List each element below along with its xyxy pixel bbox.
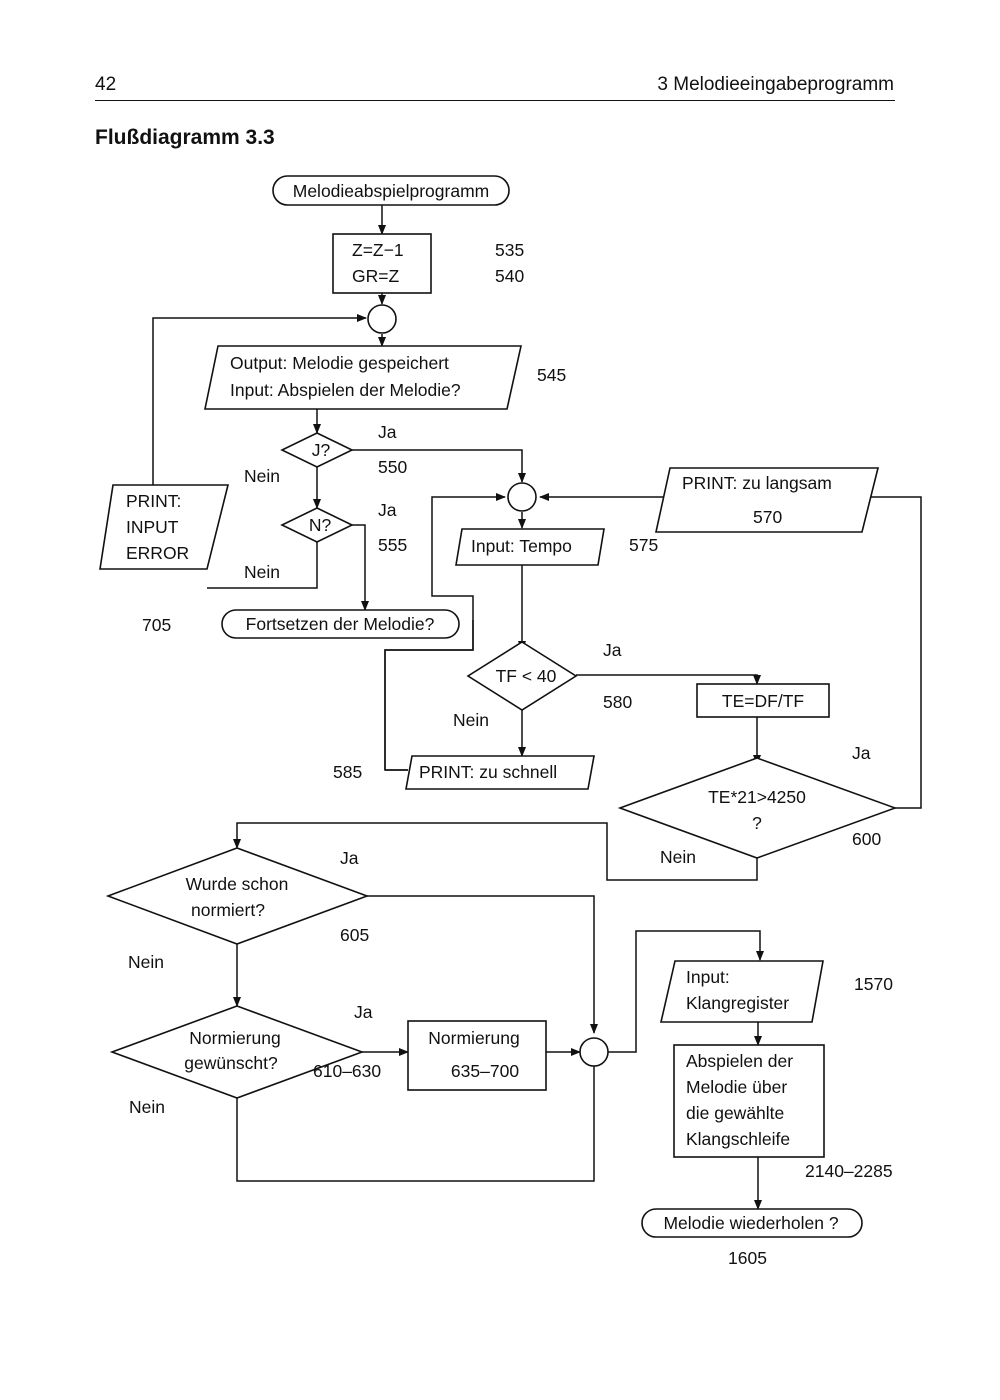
- play-line-1: Abspielen der: [686, 1051, 793, 1071]
- play-line-3: die gewählte: [686, 1103, 784, 1123]
- print-fast-label: PRINT: zu schnell: [419, 762, 557, 782]
- line-number-labels: 535 540 545 550 555 575 705 580 585 600 …: [142, 240, 893, 1268]
- start-terminal-label: Melodieabspielprogramm: [293, 181, 489, 201]
- branch-no-normalized: Nein: [128, 952, 164, 972]
- line-number-610-630: 610–630: [313, 1061, 381, 1081]
- line-number-555: 555: [378, 535, 407, 555]
- assign-process-box: Z=Z−1 GR=Z: [332, 233, 432, 294]
- branch-yes-tf: Ja: [603, 640, 622, 660]
- input-tempo-parallelogram: Input: Tempo: [455, 528, 605, 566]
- normalize-line-2: 635–700: [451, 1061, 519, 1081]
- line-number-2140-2285: 2140–2285: [805, 1161, 893, 1181]
- branch-no-wanted: Nein: [129, 1097, 165, 1117]
- start-terminal: Melodieabspielprogramm: [272, 175, 510, 206]
- junction-top: [367, 304, 397, 334]
- normalize-box: Normierung 635–700: [407, 1020, 547, 1091]
- output-input-parallelogram: Output: Melodie gespeichert Input: Abspi…: [204, 345, 522, 410]
- header-rule: [95, 100, 895, 101]
- print-fast-parallelogram: PRINT: zu schnell: [405, 755, 595, 790]
- decision-j: J?: [280, 432, 354, 468]
- branch-yes-wanted: Ja: [354, 1002, 373, 1022]
- branch-no-te: Nein: [660, 847, 696, 867]
- normalize-line-1: Normierung: [428, 1028, 519, 1048]
- line-number-580: 580: [603, 692, 632, 712]
- line-number-1605: 1605: [728, 1248, 767, 1268]
- junction-tempo: [507, 482, 537, 512]
- play-line-4: Klangschleife: [686, 1129, 790, 1149]
- assign-line-1: Z=Z−1: [352, 240, 404, 260]
- connector-lines: [152, 205, 922, 1210]
- output-line-1: Output: Melodie gespeichert: [230, 353, 449, 373]
- decision-normalized: Wurde schon normiert?: [105, 847, 370, 945]
- line-number-605: 605: [340, 925, 369, 945]
- line-number-705: 705: [142, 615, 171, 635]
- line-number-1570: 1570: [854, 974, 893, 994]
- print-error-line-3: ERROR: [126, 543, 189, 563]
- page-number: 42: [95, 74, 117, 95]
- line-number-600: 600: [852, 829, 881, 849]
- input-register-line-1: Input:: [686, 967, 730, 987]
- branch-no-j: Nein: [244, 466, 280, 486]
- repeat-melody-terminal: Melodie wiederholen ?: [641, 1208, 863, 1238]
- decision-n: N?: [280, 507, 354, 543]
- input-tempo-label: Input: Tempo: [471, 536, 572, 556]
- decision-te-line-2: ?: [752, 813, 762, 833]
- play-melody-box: Abspielen der Melodie über die gewählte …: [673, 1044, 825, 1158]
- running-title: 3 Melodieeingabeprogramm: [657, 74, 894, 95]
- continue-melody-terminal: Fortsetzen der Melodie?: [221, 609, 460, 639]
- branch-yes-n: Ja: [378, 500, 397, 520]
- tempo-calc-box: TE=DF/TF: [696, 683, 830, 718]
- print-error-line-2: INPUT: [126, 517, 179, 537]
- branch-yes-normalized: Ja: [340, 848, 359, 868]
- line-number-545: 545: [537, 365, 566, 385]
- line-number-535: 535: [495, 240, 524, 260]
- decision-n-label: N?: [309, 515, 332, 535]
- decision-te-line-1: TE*21>4250: [708, 787, 806, 807]
- line-number-575: 575: [629, 535, 658, 555]
- input-register-line-2: Klangregister: [686, 993, 789, 1013]
- print-slow-line-1: PRINT: zu langsam: [682, 473, 832, 493]
- play-line-2: Melodie über: [686, 1077, 787, 1097]
- print-slow-parallelogram: PRINT: zu langsam 570: [655, 467, 880, 533]
- branch-yes-j: Ja: [378, 422, 397, 442]
- decision-wanted-line-1: Normierung: [189, 1028, 280, 1048]
- decision-wanted-line-2: gewünscht?: [184, 1053, 278, 1073]
- decision-te: TE*21>4250 ?: [617, 757, 898, 859]
- decision-tf-label: TF < 40: [496, 666, 557, 686]
- print-slow-line-2: 570: [753, 507, 782, 527]
- output-line-2: Input: Abspielen der Melodie?: [230, 380, 461, 400]
- print-error-line-1: PRINT:: [126, 491, 181, 511]
- decision-tf: TF < 40: [466, 641, 578, 711]
- line-number-540: 540: [495, 266, 524, 286]
- line-number-585: 585: [333, 762, 362, 782]
- figure-title: Flußdiagramm 3.3: [95, 126, 275, 149]
- branch-no-n: Nein: [244, 562, 280, 582]
- junction-bottom: [579, 1037, 609, 1067]
- decision-normalized-line-1: Wurde schon: [186, 874, 289, 894]
- tempo-calc-label: TE=DF/TF: [722, 691, 804, 711]
- branch-labels: Ja Nein Ja Nein Ja Nein Ja Nein Ja Nein …: [128, 422, 871, 1117]
- branch-yes-te: Ja: [852, 743, 871, 763]
- continue-melody-label: Fortsetzen der Melodie?: [246, 614, 435, 634]
- input-register-parallelogram: Input: Klangregister: [659, 960, 824, 1023]
- print-error-parallelogram: PRINT: INPUT ERROR: [99, 484, 230, 570]
- decision-j-label: J?: [312, 440, 331, 460]
- line-number-550: 550: [378, 457, 407, 477]
- branch-no-tf: Nein: [453, 710, 489, 730]
- repeat-melody-label: Melodie wiederholen ?: [663, 1213, 838, 1233]
- assign-line-2: GR=Z: [352, 266, 399, 286]
- decision-wanted: Normierung gewünscht?: [109, 1005, 365, 1099]
- decision-normalized-line-2: normiert?: [191, 900, 265, 920]
